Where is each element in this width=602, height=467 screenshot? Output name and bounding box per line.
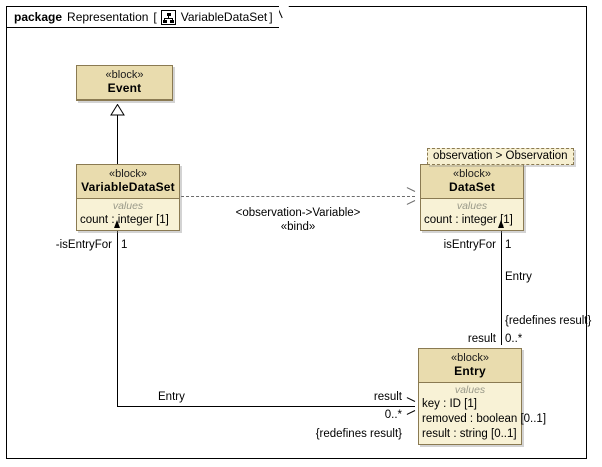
frame-keyword: package [14,10,63,24]
block-dataset-stereotype: «block» [453,168,491,180]
window-right-gutter [588,0,602,467]
bind-dependency-binding-label: <observation->Variable> [235,207,361,219]
dataset-observation-tab[interactable]: observation > Observation [427,148,574,165]
right-association-mid-role: Entry [505,271,532,283]
frame-bracket-open: [ [153,10,157,24]
bdd-icon [160,9,176,25]
left-association-role-label: -isEntryFor [55,239,112,251]
property-key: key : ID [1] [422,398,477,411]
block-dataset-name: DataSet [448,179,496,194]
block-dataset-header: «block» DataSet [421,165,523,200]
generalization-arrowhead [110,104,125,116]
block-entry-stereotype: «block» [451,352,489,364]
left-association-far-multiplicity: 0..* [384,409,402,421]
right-association-role-label: isEntryFor [443,239,496,251]
right-association-far-result-role: result [467,333,496,345]
left-association-horizontal [117,406,415,407]
block-event-header: «block» Event [77,66,172,101]
compartment-title-values: values [454,384,486,397]
left-association-far-result-role: result [373,391,402,403]
bind-dependency-arrowhead [406,187,418,205]
diagram-frame-header: package Representation [ VariableDataSet… [6,6,279,28]
block-event-name: Event [107,80,142,95]
left-association-far-role: Entry [158,391,185,403]
block-entry-name: Entry [454,363,486,378]
left-association-multiplicity: 1 [121,239,128,251]
block-event-stereotype: «block» [105,69,144,81]
bind-dependency-line [181,196,415,197]
block-event[interactable]: «block» Event [76,65,173,102]
block-variabledataset-values-compartment: values count : integer [1] [77,199,179,231]
block-dataset[interactable]: «block» DataSet values count : integer [… [420,164,524,232]
compartment-title-values: values [112,200,144,213]
block-entry[interactable]: «block» Entry values key : ID [1] remove… [418,348,547,445]
right-association-far-multiplicity: 0..* [505,333,523,345]
block-variabledataset-header: «block» VariableDataSet [77,165,179,200]
property-result: result : string [0..1] [422,427,517,440]
right-association-far-constraint: {redefines result} [505,315,592,327]
frame-bracket-close: ] [269,10,273,24]
frame-package-name: Representation [67,10,149,24]
property-count: count : integer [1] [80,214,169,227]
dataset-observation-tab-label: observation > Observation [433,150,568,162]
property-removed: removed : boolean [0..1] [422,413,547,426]
block-dataset-values-compartment: values count : integer [1] [421,199,523,231]
left-association-far-constraint: {redefines result} [315,428,402,440]
right-association-arrowhead [498,220,504,228]
frame-tab-corner [279,6,289,28]
compartment-title-values: values [456,200,488,213]
block-variabledataset-stereotype: «block» [109,168,147,180]
right-association-multiplicity: 1 [505,239,512,251]
property-count: count : integer [1] [424,214,513,227]
generalization-line [117,114,118,164]
left-association-vertical [117,227,118,407]
block-variabledataset-name: VariableDataSet [81,179,175,194]
left-association-entry-arrowhead [406,397,418,415]
block-entry-values-compartment: values key : ID [1] removed : boolean [0… [419,383,547,444]
block-variabledataset[interactable]: «block» VariableDataSet values count : i… [76,164,180,232]
block-entry-header: «block» Entry [419,349,521,384]
frame-diagram-name: VariableDataSet [180,10,268,24]
bind-dependency-stereotype-label: «bind» [280,221,316,233]
left-association-arrowhead [114,220,120,228]
right-association-vertical [501,227,502,345]
